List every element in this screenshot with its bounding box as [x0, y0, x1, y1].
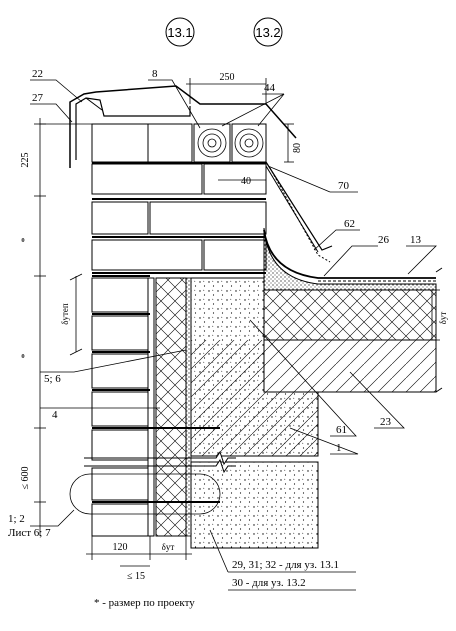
timber-blocks [193, 123, 267, 163]
callout-23: 23 [380, 416, 392, 428]
dim-star-2: * [20, 354, 31, 359]
dim-600: ≤ 600 [20, 467, 31, 490]
dim-star-1: * [20, 238, 31, 243]
wall-insulation [155, 277, 187, 537]
footnote: * - размер по проекту [94, 597, 195, 609]
callout-5-6: 5; 6 [44, 373, 61, 385]
callout-4: 4 [52, 409, 58, 421]
dim-delta-ut-bottom: δут [162, 542, 175, 552]
brick-parapet [91, 123, 267, 274]
brick-veneer [91, 275, 155, 537]
dim-120: 120 [113, 542, 128, 553]
floor-slab-hatch [191, 340, 318, 456]
leader-lines [30, 79, 437, 591]
node-ref-13-2-label: 13.2 [255, 25, 280, 40]
callout-1-2: 1; 2 [8, 513, 25, 525]
dim-delta-ut-right: δут [438, 312, 448, 325]
node-ref-13-2: 13.2 [253, 17, 283, 47]
note-node-13-2: 30 - для уз. 13.2 [232, 577, 306, 589]
concrete-wall-lower [190, 461, 319, 549]
callout-sheet: Лист 6; 7 [8, 527, 51, 539]
dim-80: 80 [292, 143, 303, 153]
callout-22: 22 [32, 68, 43, 80]
dim-40: 40 [241, 176, 251, 187]
dim-15: ≤ 15 [127, 571, 145, 582]
dimension-lines [34, 78, 440, 567]
roof-layers [263, 227, 443, 393]
node-ref-13-1-label: 13.1 [167, 25, 192, 40]
coping-cap [69, 85, 297, 168]
callout-70: 70 [338, 180, 350, 192]
callout-26: 26 [378, 234, 390, 246]
break-lines [84, 450, 236, 474]
callout-8: 8 [152, 68, 158, 80]
callout-44: 44 [264, 82, 276, 94]
callout-1: 1 [336, 442, 342, 454]
callout-62: 62 [344, 218, 355, 230]
note-node-13-1: 29, 31; 32 - для уз. 13.1 [232, 559, 339, 571]
reinforcement-ties [92, 427, 220, 503]
dim-225: 225 [20, 153, 31, 168]
dim-delta-utep: δутеп [60, 303, 70, 325]
node-ref-13-1: 13.1 [165, 17, 195, 47]
flashing [265, 161, 333, 263]
vapor-barrier [185, 277, 192, 537]
callout-13: 13 [410, 234, 422, 246]
callout-27: 27 [32, 92, 44, 104]
dim-250: 250 [220, 72, 235, 83]
callout-61: 61 [336, 424, 347, 436]
